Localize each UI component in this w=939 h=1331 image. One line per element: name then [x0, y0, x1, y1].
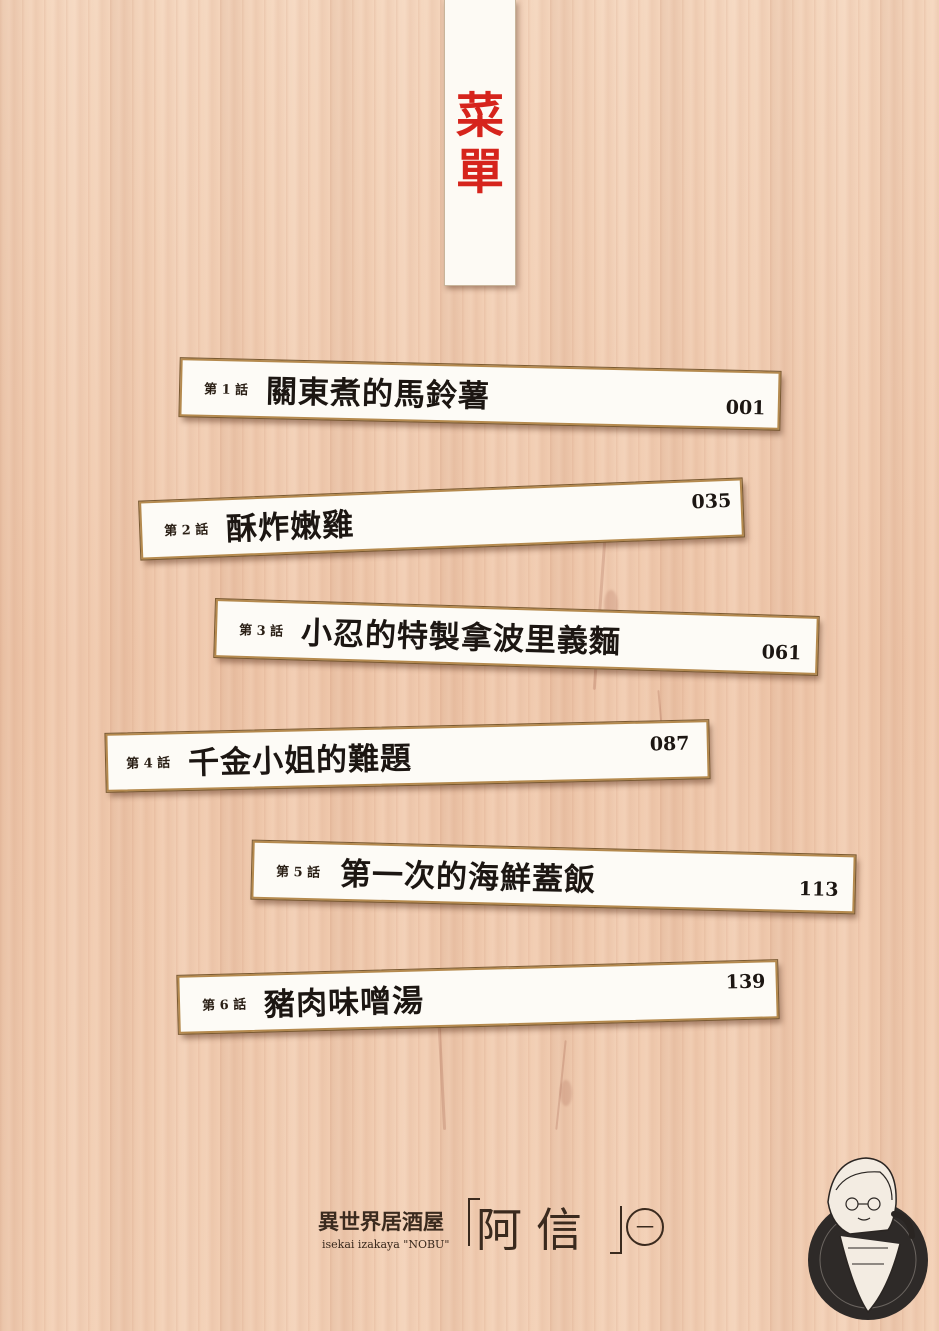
- scanlation-stamp: [788, 1152, 936, 1322]
- volume-number: 一: [626, 1208, 664, 1246]
- girl-illustration-icon: [808, 1157, 928, 1320]
- series-romaji: isekai izakaya "NOBU": [322, 1238, 450, 1251]
- chapter-title: 小忍的特製拿波里義麵: [300, 615, 622, 661]
- chapter-page: 139: [725, 970, 766, 994]
- chapter-title: 酥炸嫩雞: [225, 506, 355, 548]
- chapter-page: 035: [691, 489, 732, 514]
- chapter-number: 第 1 話: [203, 382, 249, 399]
- menu-title-tag: 菜 單: [444, 0, 516, 286]
- series-title: 異世界居酒屋: [318, 1209, 444, 1234]
- chapter-title: 第一次的海鮮蓋飯: [339, 856, 597, 899]
- wood-knot: [560, 1080, 572, 1106]
- chapter-title: 關東煮的馬鈴薯: [265, 373, 491, 415]
- menu-title-char: 菜: [455, 88, 504, 144]
- chapter-strip-1[interactable]: 第 1 話 關東煮的馬鈴薯 001: [178, 356, 782, 432]
- series-brand: 阿信: [476, 1203, 596, 1257]
- chapter-page: 001: [725, 396, 766, 420]
- chapter-number: 第 5 話: [275, 864, 321, 881]
- chapter-number: 第 3 話: [238, 623, 284, 640]
- chapter-page: 113: [798, 877, 839, 901]
- logo-bracket-left: [468, 1198, 480, 1246]
- series-logo: 異世界居酒屋 isekai izakaya "NOBU" 阿信 一: [318, 1192, 678, 1262]
- chapter-number: 第 6 話: [201, 997, 247, 1014]
- wood-grain: [436, 1010, 447, 1130]
- chapter-page: 087: [649, 732, 690, 756]
- chapter-number: 第 4 話: [125, 755, 171, 772]
- logo-bracket-right: [610, 1206, 622, 1254]
- chapter-strip-6[interactable]: 第 6 話 豬肉味噌湯 139: [176, 958, 780, 1036]
- menu-title-char: 單: [455, 144, 504, 200]
- chapter-title: 豬肉味噌湯: [263, 983, 425, 1024]
- chapter-strip-3[interactable]: 第 3 話 小忍的特製拿波里義麵 061: [213, 597, 820, 677]
- chapter-title: 千金小姐的難題: [187, 740, 413, 782]
- chapter-strip-2[interactable]: 第 2 話 酥炸嫩雞 035: [138, 477, 745, 561]
- chapter-strip-4[interactable]: 第 4 話 千金小姐的難題 087: [104, 718, 711, 794]
- chapter-page: 061: [761, 641, 802, 665]
- chapter-number: 第 2 話: [163, 522, 209, 540]
- chapter-strip-5[interactable]: 第 5 話 第一次的海鮮蓋飯 113: [250, 839, 857, 915]
